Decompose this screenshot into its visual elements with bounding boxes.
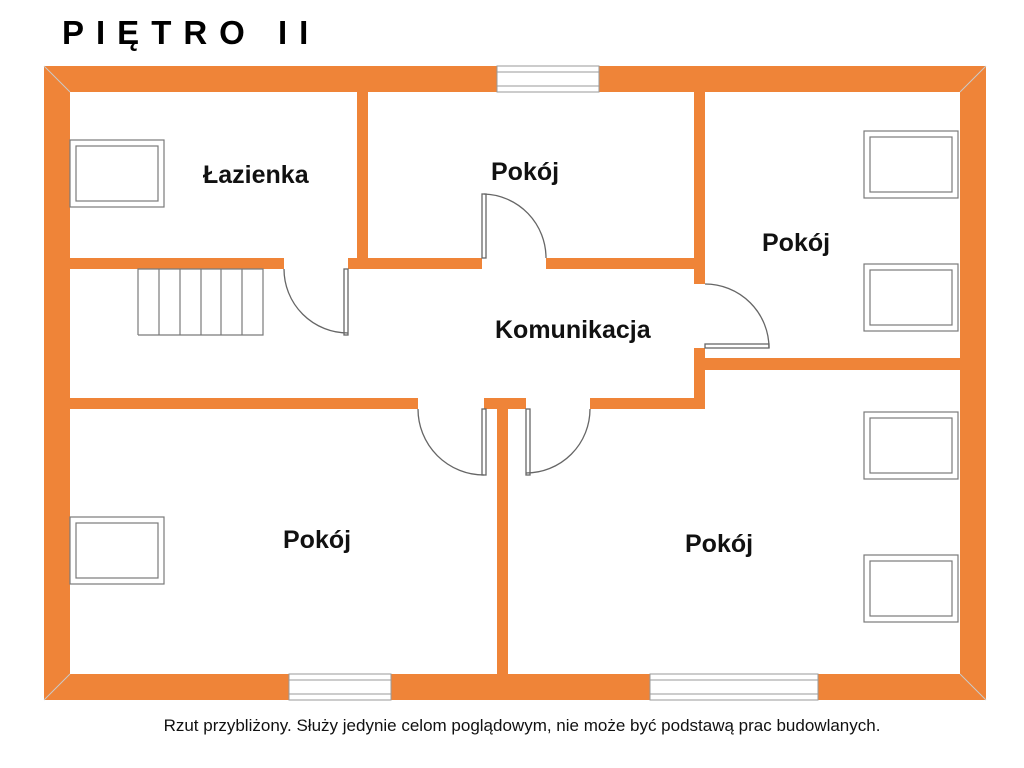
room-label-pokoj-right: Pokój bbox=[762, 229, 830, 257]
windows bbox=[288, 65, 819, 701]
room-label-pokoj-bottom-left: Pokój bbox=[283, 526, 351, 554]
floor-title: PIĘTRO II bbox=[62, 14, 321, 51]
room-label-pokoj-top: Pokój bbox=[491, 158, 559, 186]
room-label-pokoj-bottom-right: Pokój bbox=[685, 530, 753, 558]
room-label-lazienka: Łazienka bbox=[203, 161, 310, 189]
stairs bbox=[137, 268, 264, 336]
disclaimer-caption: Rzut przybliżony. Służy jedynie celom po… bbox=[163, 716, 881, 735]
fixtures bbox=[69, 130, 959, 623]
window-bottom-left bbox=[288, 673, 392, 701]
room-label-komunikacja: Komunikacja bbox=[495, 316, 652, 344]
wall-corner-lines bbox=[43, 65, 987, 701]
window-bottom-right bbox=[649, 673, 819, 701]
interior-walls bbox=[70, 92, 960, 674]
window-top bbox=[496, 65, 600, 93]
doors bbox=[283, 193, 770, 476]
